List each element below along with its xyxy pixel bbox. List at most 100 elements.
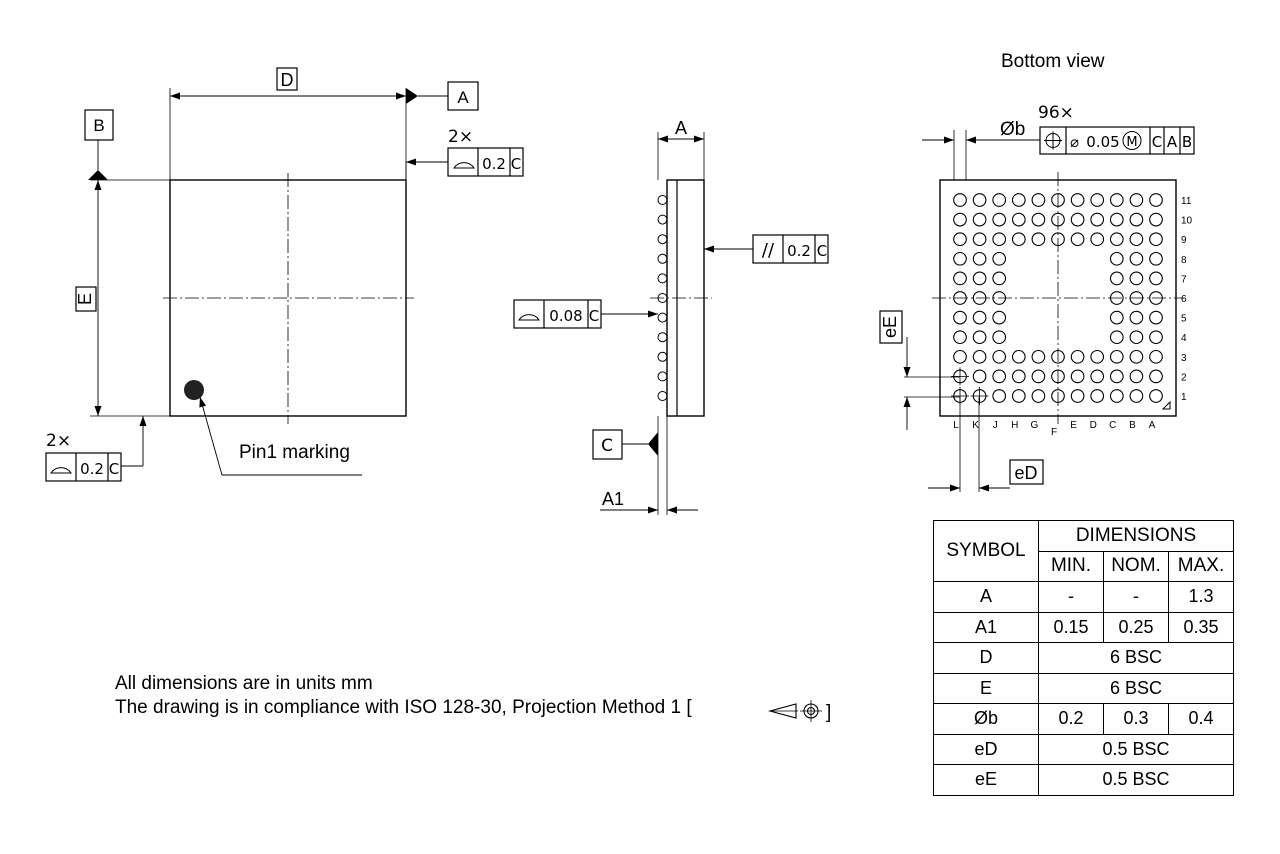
solder-ball bbox=[1051, 389, 1065, 403]
solder-ball bbox=[1149, 193, 1163, 207]
solder-ball bbox=[1109, 232, 1124, 247]
side-balls bbox=[657, 195, 668, 401]
solder-ball bbox=[1149, 369, 1163, 384]
col-label: E bbox=[1070, 420, 1077, 431]
solder-ball bbox=[1070, 349, 1085, 364]
side-ball bbox=[657, 273, 668, 284]
solder-ball bbox=[992, 349, 1007, 364]
solder-ball bbox=[1109, 212, 1124, 227]
datum-b-label: B bbox=[93, 116, 104, 135]
row-min: 0.2 bbox=[1038, 703, 1104, 735]
col-label: A bbox=[1149, 420, 1156, 431]
table-row: eD 0.5 BSC bbox=[933, 733, 1234, 765]
solder-ball bbox=[1011, 389, 1026, 403]
solder-ball bbox=[1109, 369, 1124, 384]
solder-ball bbox=[953, 330, 967, 345]
projection-method-icon bbox=[767, 700, 822, 722]
solder-ball bbox=[1051, 212, 1065, 227]
flatness-bottom-count: 2× bbox=[46, 431, 71, 451]
solder-ball bbox=[992, 310, 1007, 325]
flatness-frame-top bbox=[447, 147, 524, 177]
row-nom: 0.3 bbox=[1103, 703, 1169, 735]
solder-ball bbox=[1149, 389, 1163, 403]
solder-ball bbox=[1149, 251, 1163, 266]
row-symbol: eE bbox=[933, 764, 1039, 796]
ed-label: eD bbox=[1014, 463, 1037, 483]
dim-a-label: A bbox=[675, 118, 687, 138]
top-view-text: D A E B 2× 0.2 C 2× 0.2 C Pin1 marking bbox=[46, 70, 521, 478]
row-symbol: Øb bbox=[933, 703, 1039, 735]
solder-ball bbox=[1070, 232, 1085, 247]
pos-phi: ⌀ bbox=[1070, 133, 1079, 151]
solder-ball bbox=[1109, 251, 1124, 266]
solder-ball bbox=[1090, 232, 1105, 247]
flatness-top-count: 2× bbox=[448, 127, 473, 147]
solder-ball bbox=[1070, 369, 1085, 384]
ball-count-label: 96× bbox=[1038, 103, 1074, 123]
solder-ball bbox=[1109, 310, 1124, 325]
solder-ball bbox=[1149, 232, 1163, 247]
row-symbol: eD bbox=[933, 733, 1039, 765]
pin1-label: Pin1 marking bbox=[239, 442, 350, 463]
solder-ball bbox=[1070, 389, 1085, 403]
flatness-bottom-value: 0.2 bbox=[80, 460, 104, 478]
solder-ball bbox=[1051, 232, 1065, 247]
min-header: MIN. bbox=[1038, 550, 1104, 582]
solder-ball bbox=[953, 212, 967, 227]
row-span-value: 0.5 BSC bbox=[1038, 764, 1234, 796]
solder-ball bbox=[992, 232, 1007, 247]
side-ball bbox=[657, 234, 668, 245]
solder-ball bbox=[1129, 251, 1144, 266]
row-label: 2 bbox=[1181, 372, 1187, 383]
side-ball bbox=[657, 391, 668, 401]
top-view bbox=[45, 67, 524, 482]
projection-bracket-close: ] bbox=[826, 702, 831, 723]
row-symbol: A bbox=[933, 581, 1039, 613]
solder-ball bbox=[1109, 389, 1124, 403]
parallel-datum: C bbox=[817, 242, 827, 260]
flatness-top-datum: C bbox=[511, 155, 521, 173]
solder-ball bbox=[1109, 349, 1124, 364]
solder-ball bbox=[1149, 349, 1163, 364]
ee-label: eE bbox=[880, 316, 900, 338]
solder-ball bbox=[992, 369, 1007, 384]
row-span-value: 0.5 BSC bbox=[1038, 733, 1234, 765]
solder-ball bbox=[1149, 330, 1163, 345]
symbol-header: SYMBOL bbox=[933, 520, 1039, 582]
datum-a-label: A bbox=[457, 88, 469, 107]
row-min: 0.15 bbox=[1038, 611, 1104, 643]
solder-ball bbox=[1011, 212, 1026, 227]
row-label: 7 bbox=[1181, 274, 1187, 285]
dimensions-table: SYMBOL DIMENSIONS MIN. NOM. MAX. A - - 1… bbox=[933, 520, 1234, 796]
row-max: 0.4 bbox=[1168, 703, 1234, 735]
side-ball bbox=[657, 371, 668, 382]
solder-ball bbox=[1149, 271, 1163, 286]
ball-dim-label: Øb bbox=[1000, 119, 1025, 140]
notes: All dimensions are in units mm The drawi… bbox=[115, 672, 692, 720]
solder-ball bbox=[1051, 349, 1065, 364]
side-ball bbox=[657, 293, 668, 303]
nom-header: NOM. bbox=[1103, 550, 1169, 582]
table-row: A1 0.15 0.25 0.35 bbox=[933, 611, 1234, 643]
row-label: 9 bbox=[1181, 235, 1187, 246]
solder-ball bbox=[953, 232, 967, 247]
solder-ball bbox=[1011, 349, 1026, 364]
solder-ball bbox=[1129, 310, 1144, 325]
bottom-view-title: Bottom view bbox=[1001, 51, 1105, 72]
side-ball bbox=[657, 253, 668, 264]
side-ball bbox=[657, 351, 668, 362]
solder-ball bbox=[1109, 193, 1124, 207]
solder-ball bbox=[1011, 369, 1026, 384]
coplanarity-datum: C bbox=[589, 307, 599, 325]
pos-datum-1: C bbox=[1152, 133, 1162, 151]
coplanarity-frame bbox=[513, 299, 602, 329]
flatness-bottom-datum: C bbox=[109, 460, 119, 478]
solder-ball bbox=[953, 291, 967, 305]
parallelism-frame bbox=[752, 234, 829, 264]
solder-ball bbox=[1129, 349, 1144, 364]
solder-ball bbox=[1051, 193, 1065, 207]
dim-d-label: D bbox=[281, 70, 294, 90]
col-label: J bbox=[993, 420, 998, 431]
dim-d-box bbox=[276, 67, 298, 91]
row-label: 8 bbox=[1181, 255, 1187, 266]
